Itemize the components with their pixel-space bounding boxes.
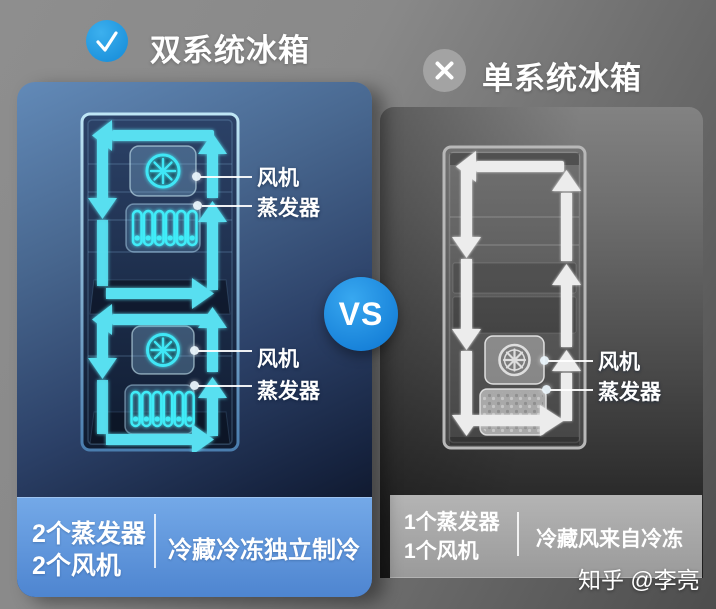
fan-icon <box>484 335 545 385</box>
callout-dot <box>540 356 549 365</box>
callout-line <box>202 205 252 207</box>
callout-line <box>548 360 593 362</box>
dual-system-title: 双系统冰箱 <box>150 33 310 68</box>
airflow-arrows-lower <box>88 304 227 452</box>
label-upper-evaporator: 蒸发器 <box>257 197 320 220</box>
callout-line <box>200 176 252 178</box>
dual-stat-evaporators: 2个蒸发器 <box>32 520 146 548</box>
callout-dot <box>190 381 199 390</box>
callout-dot <box>542 385 551 394</box>
fan-icon <box>131 325 195 375</box>
single-system-title: 单系统冰箱 <box>482 61 642 96</box>
single-feature-text: 冷藏风来自冷冻 <box>536 528 683 551</box>
single-stat-evaporators: 1个蒸发器 <box>404 511 500 534</box>
footer-divider <box>154 514 156 568</box>
fridge-drawer <box>452 296 577 334</box>
vs-badge: VS <box>324 277 398 351</box>
check-icon <box>86 20 128 62</box>
dual-system-fridge-diagram <box>80 112 240 452</box>
footer-divider <box>517 512 519 556</box>
dual-stat-fans: 2个风机 <box>32 552 121 580</box>
dual-system-footer <box>17 497 372 597</box>
callout-dot <box>193 201 202 210</box>
evaporator-icon <box>479 388 547 436</box>
fan-icon <box>129 145 197 197</box>
evaporator-icon <box>125 203 201 253</box>
label-right-evaporator: 蒸发器 <box>598 381 661 404</box>
zhihu-watermark: 知乎 @李亮 <box>578 567 700 593</box>
fridge-bottom-frame <box>450 437 579 445</box>
callout-dot <box>192 172 201 181</box>
callout-line <box>198 385 252 387</box>
x-icon <box>423 49 466 92</box>
label-upper-fan: 风机 <box>257 167 299 190</box>
evaporator-icon <box>124 384 195 435</box>
single-system-fridge-diagram <box>442 145 587 450</box>
callout-dot <box>190 346 199 355</box>
airflow-arrows-upper <box>88 120 227 309</box>
label-lower-evaporator: 蒸发器 <box>257 380 320 403</box>
dual-feature-text: 冷藏冷冻独立制冷 <box>168 537 360 564</box>
single-stat-fans: 1个风机 <box>404 540 479 563</box>
single-system-footer <box>390 495 702 578</box>
airflow-arrows <box>452 151 581 436</box>
label-lower-fan: 风机 <box>257 348 299 371</box>
label-right-fan: 风机 <box>598 351 640 374</box>
callout-line <box>198 350 252 352</box>
callout-line <box>550 389 593 391</box>
